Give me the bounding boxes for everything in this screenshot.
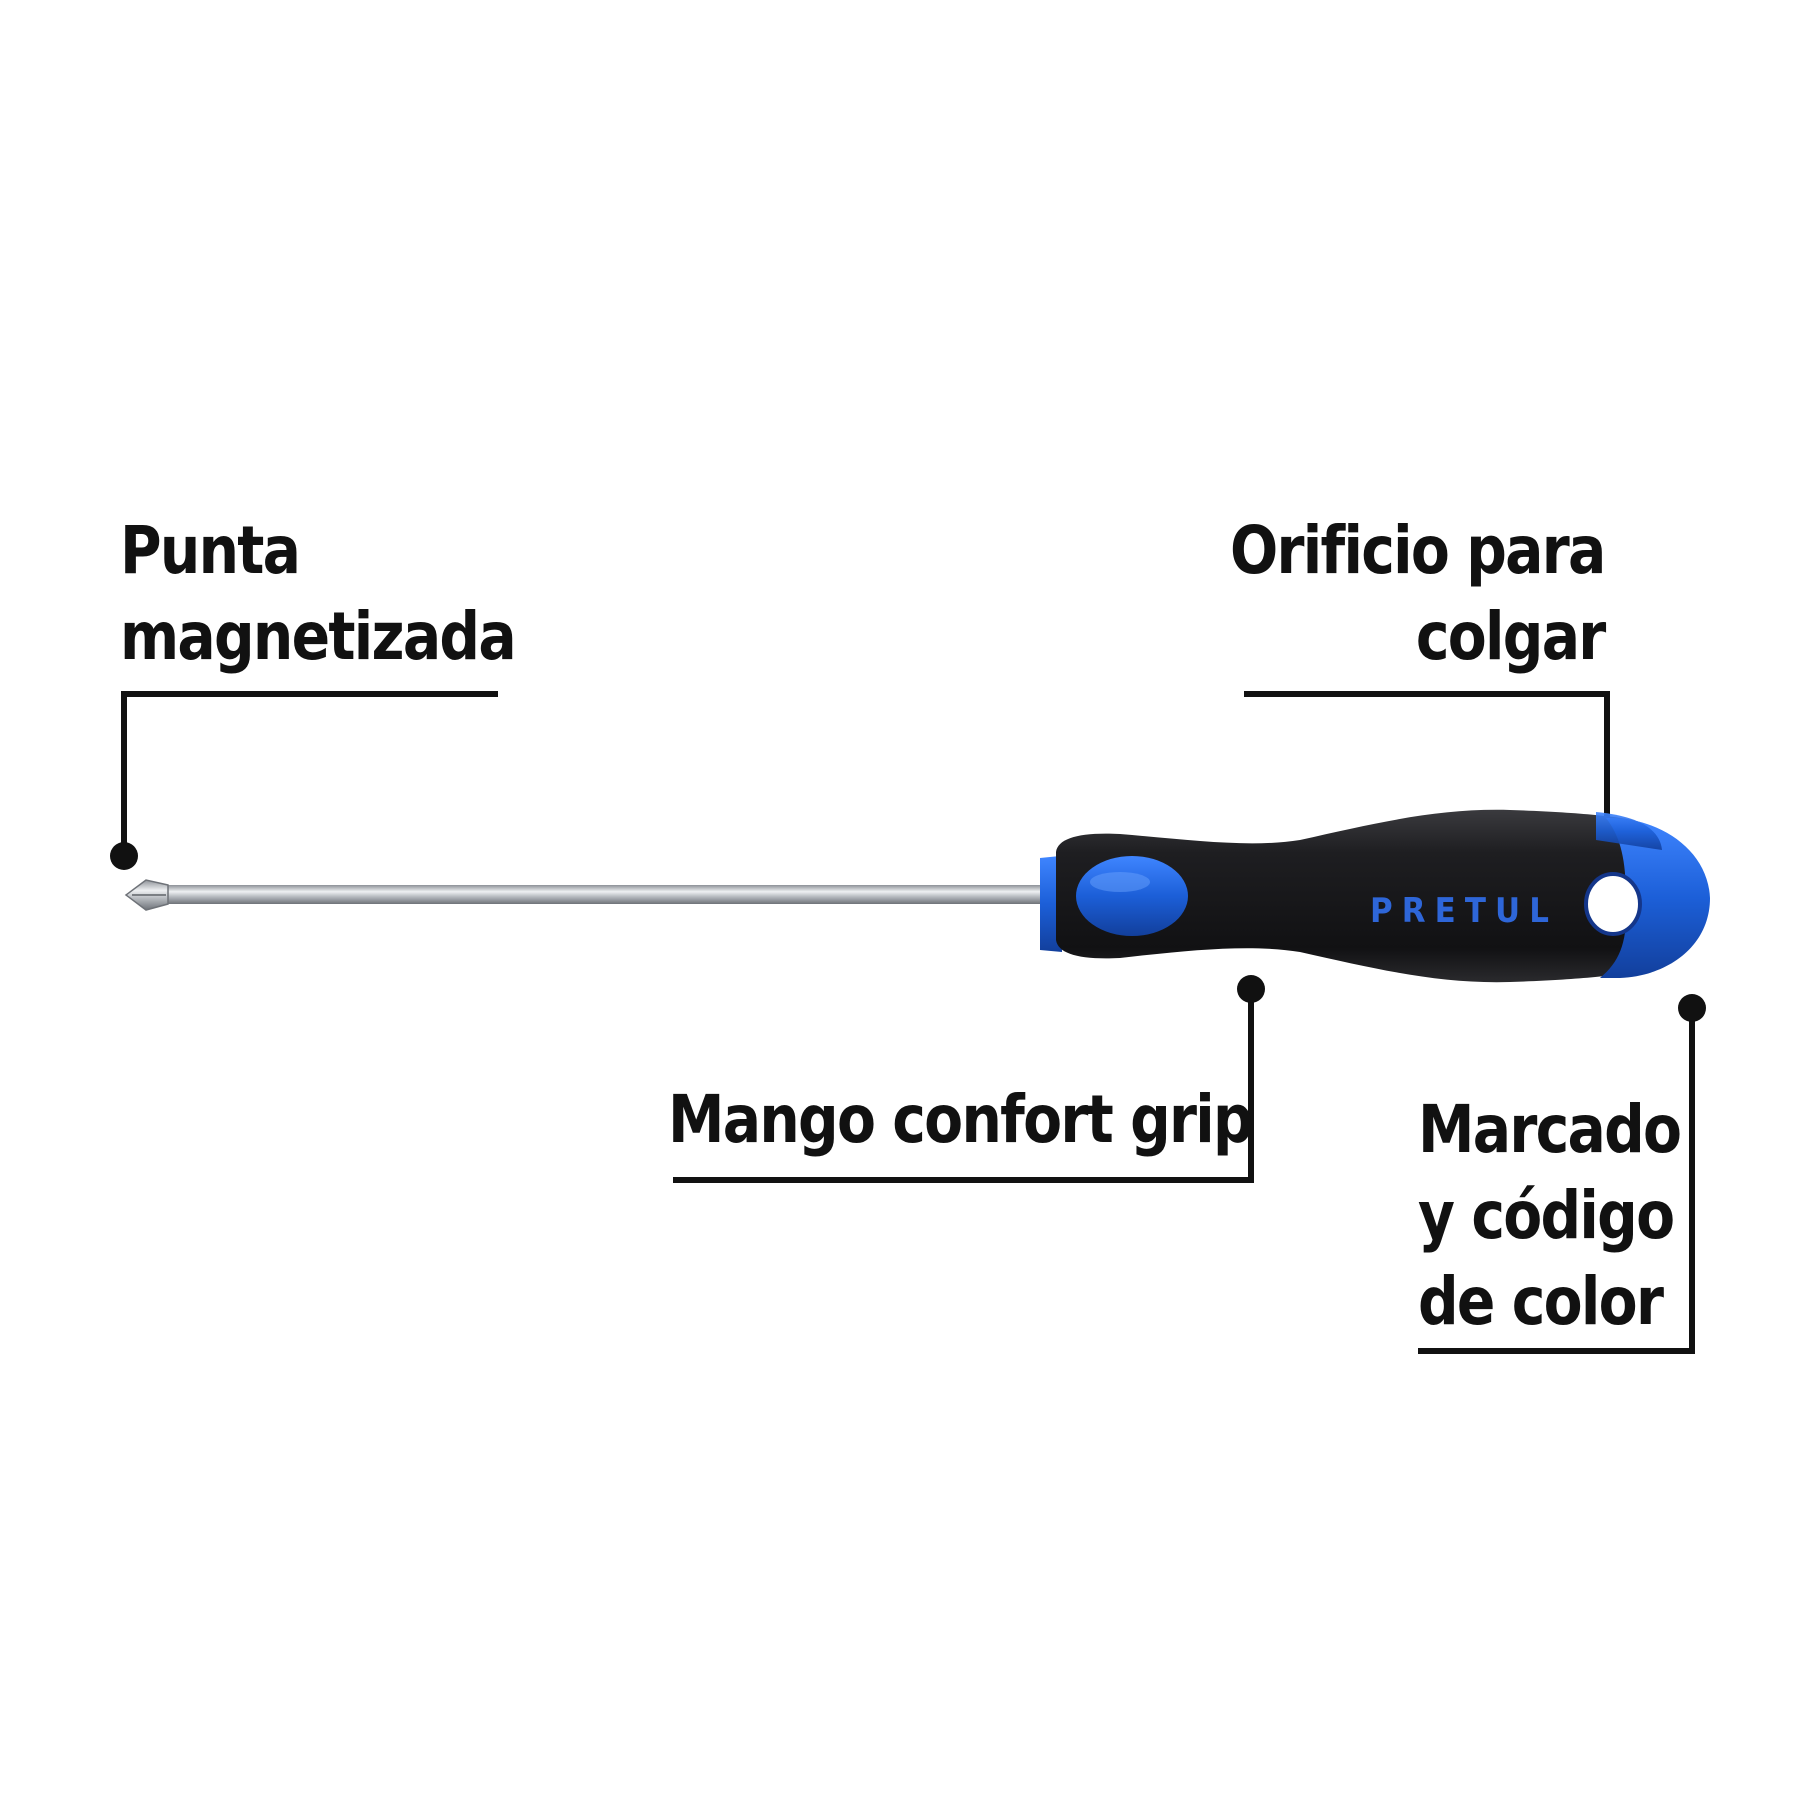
blue-grip-insert [1076,856,1188,936]
hole-label-line-1: Orificio para [1230,512,1606,589]
callout-lines [121,691,1695,1354]
tip-callout-line [121,691,498,855]
color-code-callout-label: Marcado y código de color [1418,1087,1682,1345]
tip-callout-label: Punta magnetizada [120,508,517,680]
color-code-label-line-1: Marcado [1418,1091,1682,1168]
grip-callout-label: Mango confort grip [668,1077,1254,1163]
hole-callout-line [1244,691,1610,855]
color-code-label-line-3: de color [1418,1263,1664,1340]
hole-label-line-2: colgar [1416,598,1606,675]
grip-label-line-1: Mango confort grip [668,1081,1254,1158]
tip-callout-dot [110,842,138,870]
screwdriver-shaft [124,879,1060,911]
color-code-callout-dot [1678,994,1706,1022]
blue-end-cap [1600,818,1710,978]
tip-label-line-1: Punta [120,512,301,589]
hanging-hole [1584,872,1642,936]
grip-callout-line [673,990,1254,1183]
brand-logo: PRETUL [1370,891,1558,931]
color-code-label-line-2: y código [1418,1177,1675,1254]
hanging-hole-callout-label: Orificio para colgar [1230,508,1606,680]
handle-body [1056,809,1640,983]
color-code-callout-line [1418,1010,1695,1354]
tip-label-line-2: magnetizada [120,598,517,675]
grip-callout-dot [1237,975,1265,1003]
screwdriver-handle: PRETUL [1040,809,1710,983]
